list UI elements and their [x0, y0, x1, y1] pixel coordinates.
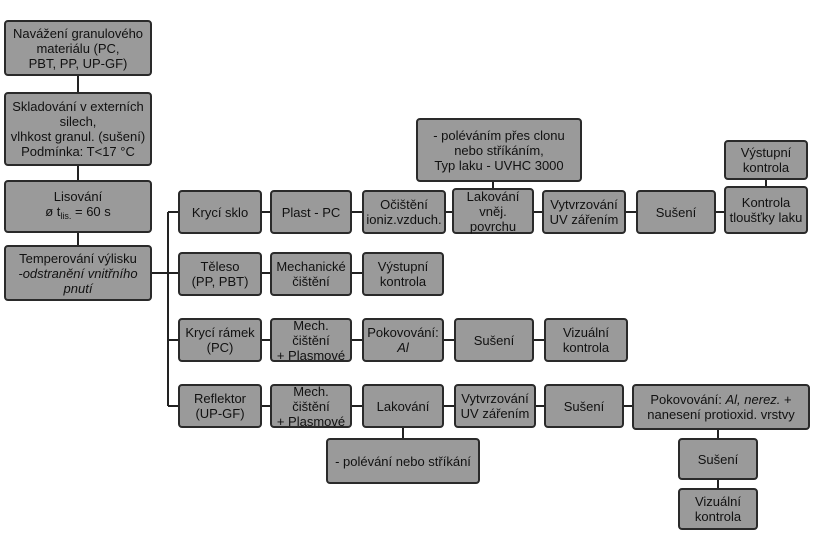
- pokovovani-nerez-italic: Al, nerez.: [725, 392, 781, 407]
- lisovani-title: Lisování: [53, 189, 103, 204]
- suseni-1-text: Sušení: [655, 204, 697, 220]
- kontrola-laku-box: Kontrola tloušťky laku: [724, 186, 808, 234]
- pokovovani-al-label: Pokovování:: [367, 325, 439, 340]
- kryci-sklo-text: Krycí sklo: [191, 204, 249, 220]
- navazeni-text: Navážení granulového materiálu (PC, PBT,…: [12, 25, 144, 71]
- plast-pc-box: Plast - PC: [270, 190, 352, 234]
- navazeni-box: Navážení granulového materiálu (PC, PBT,…: [4, 20, 152, 76]
- mech-cisteni-3-box: Mech. čištění + Plasmové: [270, 317, 352, 363]
- poleva-note-text: - polévání nebo stříkání: [335, 453, 471, 469]
- pokovovani-nerez-text: Pokovování: Al, nerez. + nanesení protio…: [647, 392, 794, 422]
- teleso-text: Těleso (PP, PBT): [191, 259, 249, 289]
- vytvrzovani-text: Vytvrzování UV zářením: [549, 197, 619, 227]
- pokovovani-nerez-label: Pokovování:: [650, 392, 726, 407]
- vytvrzovani-4-text: Vytvrzování UV zářením: [460, 391, 530, 421]
- mechanicke-cisteni-box: Mechanické čištění: [270, 252, 352, 296]
- teleso-box: Těleso (PP, PBT): [178, 252, 262, 296]
- ocisteni-text: Očištění ioniz.vzduch.: [366, 197, 442, 227]
- plast-pc-text: Plast - PC: [281, 204, 341, 220]
- vystupni-1-box: Výstupní kontrola: [724, 140, 808, 180]
- vystupni-2-text: Výstupní kontrola: [377, 259, 429, 289]
- temperovani-detail: -odstranění vnitřního pnutí: [18, 265, 138, 296]
- lisovani-suffix: = 60 s: [71, 204, 111, 219]
- kryci-sklo-box: Krycí sklo: [178, 190, 262, 234]
- pokovovani-nerez-box: Pokovování: Al, nerez. + nanesení protio…: [632, 384, 810, 430]
- vizualni-3-text: Vizuální kontrola: [562, 325, 610, 355]
- vizualni-5-box: Vizuální kontrola: [678, 488, 758, 530]
- temperovani-box: Temperování výlisku -odstranění vnitřníh…: [4, 245, 152, 301]
- lak-note-box: - poléváním přes clonu nebo stříkáním, T…: [416, 118, 582, 182]
- vystupni-2-box: Výstupní kontrola: [362, 252, 444, 296]
- pokovovani-nerez-rest: + nanesení protioxid. vrstvy: [647, 392, 795, 422]
- vytvrzovani-4-box: Vytvrzování UV zářením: [454, 384, 536, 428]
- mech-cisteni-3-text: Mech. čištění + Plasmové: [276, 317, 346, 363]
- mech-cisteni-4-box: Mech. čištění + Plasmové: [270, 383, 352, 429]
- temperovani-title: Temperování výlisku: [19, 250, 137, 266]
- lisovani-subscript: lis.: [60, 211, 72, 221]
- lak-note-text: - poléváním přes clonu nebo stříkáním, T…: [433, 127, 565, 173]
- suseni-5-text: Sušení: [697, 451, 739, 467]
- vizualni-3-box: Vizuální kontrola: [544, 318, 628, 362]
- pokovovani-al-box: Pokovování: Al: [362, 318, 444, 362]
- lisovani-box: Lisování ø tlis. = 60 s: [4, 180, 152, 233]
- lakovani-4-box: Lakování: [362, 384, 444, 428]
- lakovani-4-text: Lakování: [376, 398, 430, 414]
- reflektor-box: Reflektor (UP-GF): [178, 384, 262, 428]
- kryci-ramek-text: Krycí rámek (PC): [185, 325, 255, 355]
- mechanicke-cisteni-text: Mechanické čištění: [276, 259, 346, 289]
- suseni-3-box: Sušení: [454, 318, 534, 362]
- skladovani-text: Skladování v externích silech, vlhkost g…: [10, 99, 146, 159]
- suseni-4-box: Sušení: [544, 384, 624, 428]
- lakovani-vnej-box: Lakování vněj. povrchu: [452, 188, 534, 234]
- kontrola-laku-text: Kontrola tloušťky laku: [729, 195, 803, 225]
- suseni-1-box: Sušení: [636, 190, 716, 234]
- skladovani-box: Skladování v externích silech, vlhkost g…: [4, 92, 152, 166]
- ocisteni-box: Očištění ioniz.vzduch.: [362, 190, 446, 234]
- kryci-ramek-box: Krycí rámek (PC): [178, 318, 262, 362]
- lisovani-time: ø tlis. = 60 s: [45, 204, 111, 224]
- vytvrzovani-box: Vytvrzování UV zářením: [542, 190, 626, 234]
- reflektor-text: Reflektor (UP-GF): [193, 391, 247, 421]
- suseni-3-text: Sušení: [473, 332, 515, 348]
- vystupni-1-text: Výstupní kontrola: [740, 145, 792, 175]
- lakovani-vnej-text: Lakování vněj. povrchu: [466, 188, 520, 234]
- poleva-note-box: - polévání nebo stříkání: [326, 438, 480, 484]
- vizualni-5-text: Vizuální kontrola: [694, 494, 742, 524]
- lisovani-prefix: ø t: [45, 204, 61, 219]
- mech-cisteni-4-text: Mech. čištění + Plasmové: [276, 383, 346, 429]
- pokovovani-al-value: Al: [397, 340, 409, 355]
- suseni-5-box: Sušení: [678, 438, 758, 480]
- suseni-4-text: Sušení: [563, 398, 605, 414]
